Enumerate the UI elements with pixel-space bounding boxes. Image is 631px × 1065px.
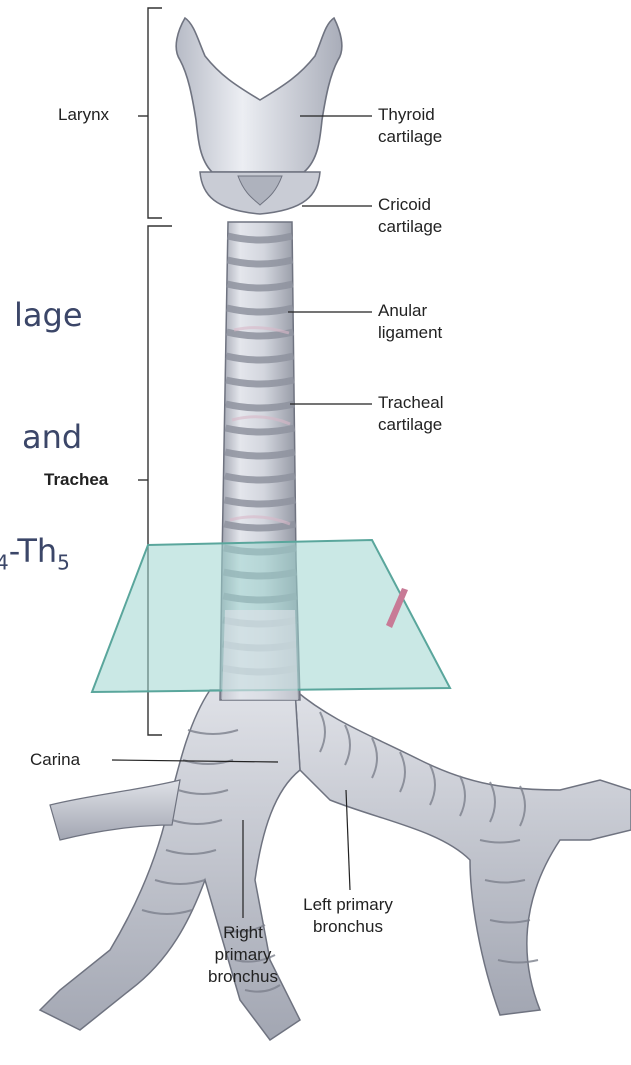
label-cricoid-line2: cartilage xyxy=(378,216,442,237)
tracheal-ring xyxy=(227,284,293,288)
tracheal-ring xyxy=(226,380,294,384)
label-left-bronchus-line2: bronchus xyxy=(313,916,383,937)
label-right-bronchus-line2: primary xyxy=(215,944,272,965)
larynx-bracket xyxy=(138,8,162,218)
tracheal-ring xyxy=(225,428,294,432)
label-carina: Carina xyxy=(30,749,80,770)
tracheal-ring xyxy=(226,356,293,360)
label-tracheal-line2: cartilage xyxy=(378,414,442,435)
tracheal-ring xyxy=(225,476,295,480)
label-anular-line1: Anular xyxy=(378,300,427,321)
label-thyroid-line2: cartilage xyxy=(378,126,442,147)
label-thyroid-line1: Thyroid xyxy=(378,104,435,125)
tracheal-ring xyxy=(228,236,292,240)
label-trachea: Trachea xyxy=(44,469,108,490)
bronchial-tree xyxy=(40,690,631,1040)
label-left-bronchus-line1: Left primary xyxy=(303,894,393,915)
label-larynx: Larynx xyxy=(58,104,109,125)
tracheal-ring xyxy=(227,308,293,312)
label-cricoid-line1: Cricoid xyxy=(378,194,431,215)
label-anular-line2: ligament xyxy=(378,322,442,343)
label-tracheal-line1: Tracheal xyxy=(378,392,444,413)
transverse-plane xyxy=(92,540,450,700)
label-right-bronchus-line1: Right xyxy=(223,922,263,943)
label-right-bronchus-line3: bronchus xyxy=(208,966,278,987)
tracheal-ring xyxy=(225,500,296,504)
tracheal-ring xyxy=(226,404,295,408)
tracheal-ring xyxy=(225,452,295,456)
tracheal-ring xyxy=(224,524,296,528)
tracheal-ring xyxy=(228,260,293,264)
